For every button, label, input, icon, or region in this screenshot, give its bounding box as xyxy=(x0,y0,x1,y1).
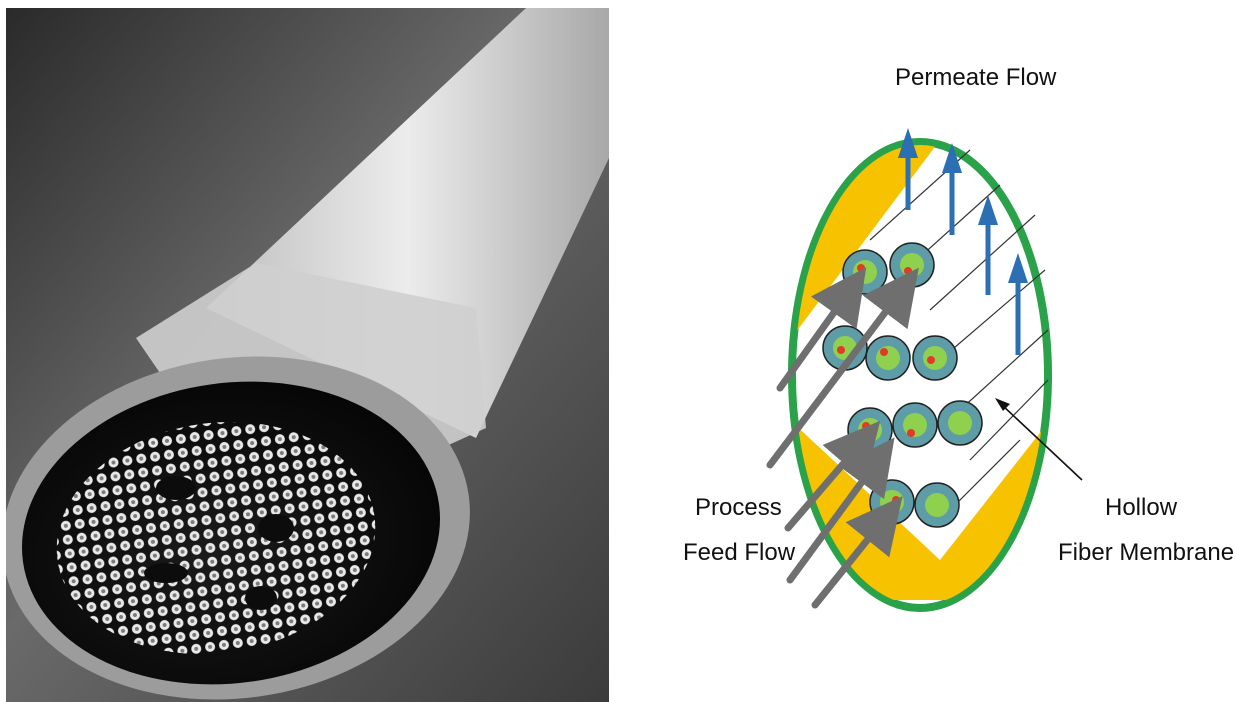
process-feed-label-line2: Feed Flow xyxy=(683,539,796,566)
bundle-gap xyxy=(245,586,277,610)
fiber-icon xyxy=(893,403,937,447)
hollow-fiber-label-line2: Fiber Membranes xyxy=(1058,539,1235,566)
hollow-fiber-diagram-svg: Permeate Flow Process Feed Flow Hollow F… xyxy=(640,40,1235,680)
fiber-icon xyxy=(915,483,959,527)
fiber-icon xyxy=(870,480,914,524)
module-photo xyxy=(6,8,609,702)
module-photo-drawing xyxy=(6,8,609,702)
bundle-gap xyxy=(144,563,188,583)
fiber-icon xyxy=(913,336,957,380)
process-feed-label-line1: Process xyxy=(695,494,782,521)
fiber-icon xyxy=(866,336,910,380)
hollow-fiber-diagram: Permeate Flow Process Feed Flow Hollow F… xyxy=(640,40,1235,680)
fiber-icon xyxy=(890,243,934,287)
hollow-fiber-label-line1: Hollow xyxy=(1105,494,1178,521)
bundle-gap xyxy=(258,514,294,542)
permeate-flow-label: Permeate Flow xyxy=(895,64,1057,91)
bundle-gap xyxy=(156,476,196,500)
fiber-icon xyxy=(938,401,982,445)
